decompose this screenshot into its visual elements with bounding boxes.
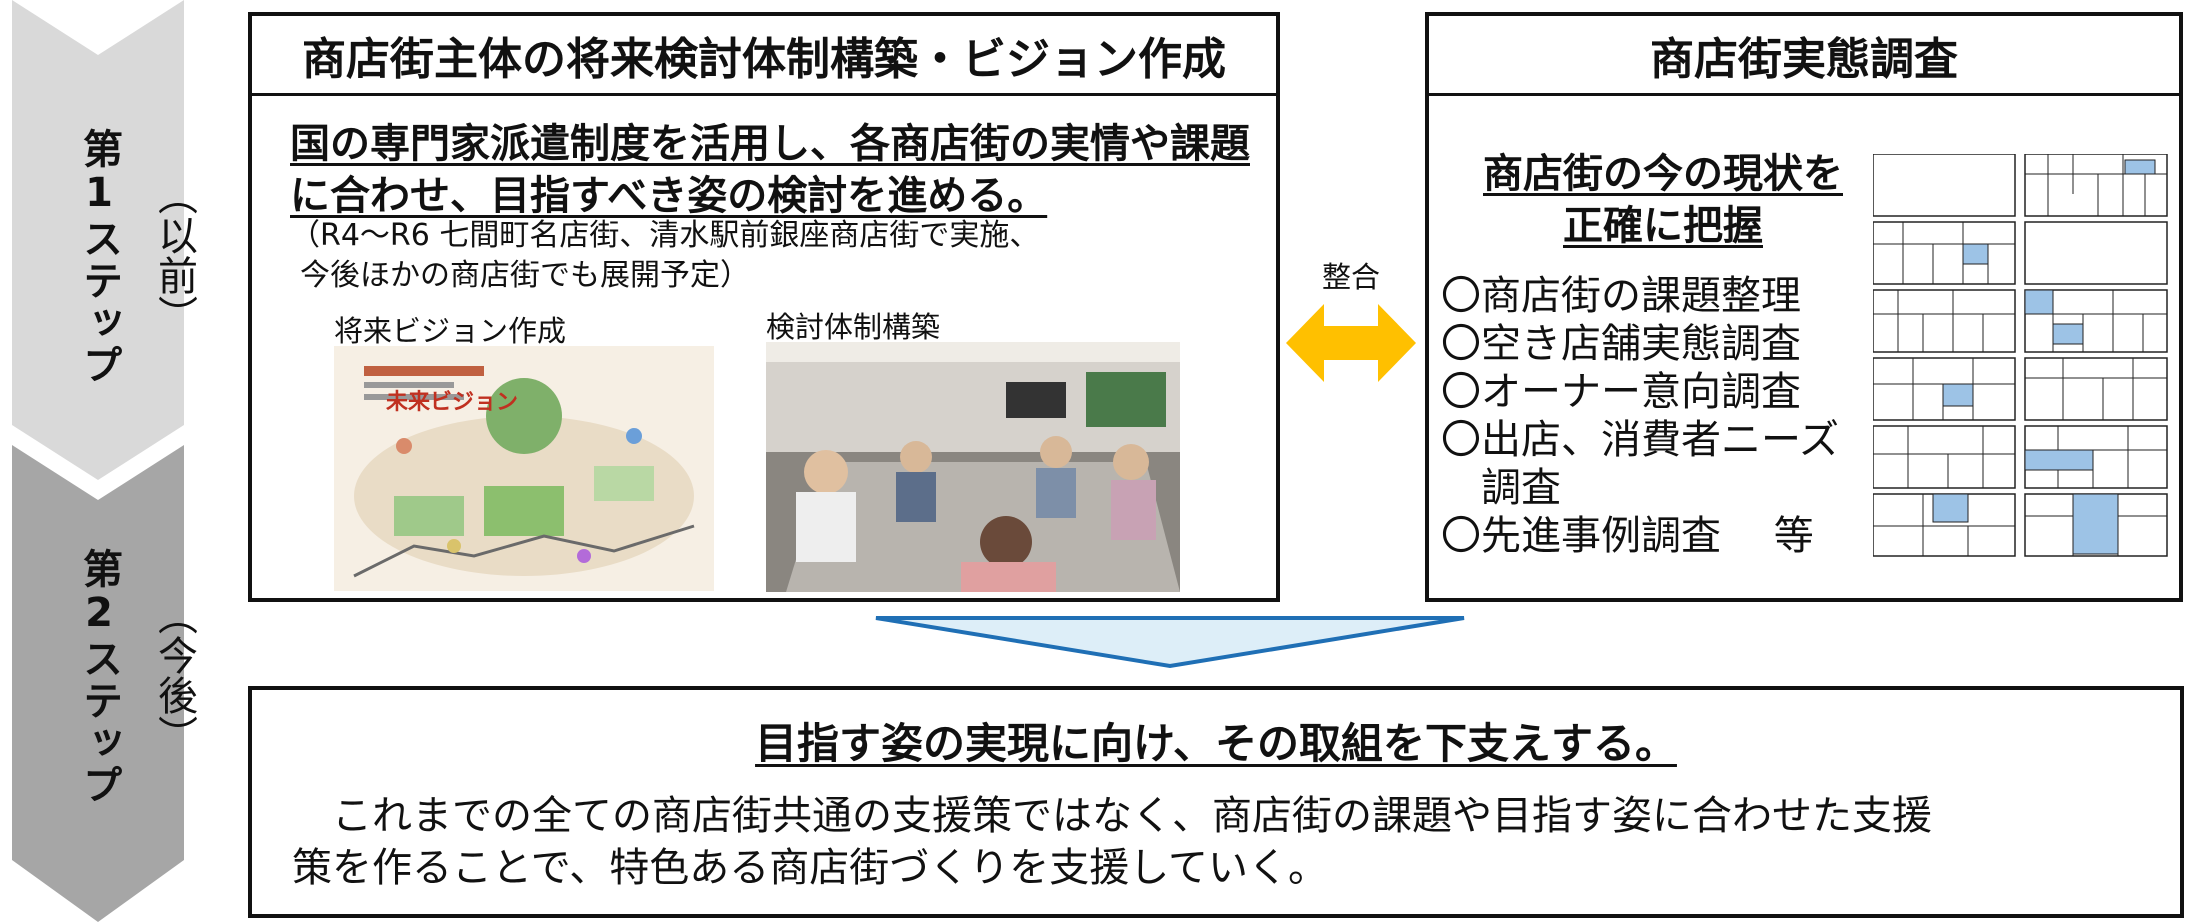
vision-box-title: 商店街主体の将来検討体制構築・ビジョン作成: [252, 16, 1276, 96]
caption-meeting: 検討体制構築: [766, 310, 941, 344]
support-title: 目指す姿の実現に向け、その取組を下支えする。: [755, 719, 1677, 768]
vision-lead-line2: に合わせ、目指すべき姿の検討を進める。: [290, 173, 1048, 219]
survey-item: 〇商店街の課題整理: [1441, 273, 1801, 319]
survey-item: 〇オーナー意向調査: [1441, 369, 1801, 415]
support-body-line1: これまでの全ての商店街共通の支援策ではなく、商店街の課題や目指す姿に合わせた支援: [292, 793, 1932, 839]
survey-box-title: 商店街実態調査: [1429, 16, 2179, 96]
survey-item-list: 〇商店街の課題整理 〇空き店舗実態調査 〇オーナー意向調査 〇出店、消費者ニーズ…: [1441, 272, 1839, 560]
step1-chevron: [12, 0, 184, 480]
connector-label: 整合: [1322, 260, 1381, 294]
floor-plan-maps: [1873, 154, 2168, 557]
vision-note-line1: （R4～R6 七間町名店街、清水駅前銀座商店街で実施、: [290, 218, 1040, 253]
vision-illustration-heading: 未来ビジョン: [386, 390, 519, 415]
step1-label: 第1ステップ: [76, 128, 122, 386]
support-box: 目指す姿の実現に向け、その取組を下支えする。 これまでの全ての商店街共通の支援策…: [248, 686, 2184, 918]
survey-subtitle-line2: 正確に把握: [1563, 203, 1763, 249]
survey-subtitle-line1: 商店街の今の現状を: [1483, 151, 1843, 197]
vision-note-line2: 今後ほかの商店街でも展開予定）: [300, 258, 750, 293]
survey-box: 商店街実態調査 商店街の今の現状を 正確に把握 〇商店街の課題整理 〇空き店舗実…: [1425, 12, 2183, 602]
vision-lead-line1: 国の専門家派遣制度を活用し、各商店街の実情や課題: [290, 121, 1250, 167]
vision-box: 商店街主体の将来検討体制構築・ビジョン作成 国の専門家派遣制度を活用し、各商店街…: [248, 12, 1280, 602]
double-arrow-icon: [1286, 304, 1416, 382]
meeting-photo-art: [766, 342, 1180, 592]
step-chevrons: [12, 0, 184, 922]
down-arrow-icon: [875, 616, 1465, 669]
survey-item: 〇出店、消費者ニーズ: [1441, 417, 1839, 463]
meeting-photo: [766, 342, 1180, 592]
survey-item: 〇先進事例調査 等: [1441, 513, 1814, 559]
survey-item: 〇空き店舗実態調査: [1441, 321, 1801, 367]
step2-label: 第2ステップ: [76, 548, 122, 806]
vision-illustration: 未来ビジョン: [334, 346, 714, 591]
step1-when: （以前）: [151, 175, 197, 335]
caption-vision: 将来ビジョン作成: [334, 314, 567, 348]
support-body-line2: 策を作ることで、特色ある商店街づくりを支援していく。: [292, 845, 1328, 891]
vision-illustration-art: [334, 346, 714, 591]
step2-when: （今後）: [151, 595, 197, 755]
step1-top-notch: [12, 0, 184, 55]
step2-chevron: [12, 445, 184, 922]
survey-item: 調査: [1441, 465, 1561, 511]
